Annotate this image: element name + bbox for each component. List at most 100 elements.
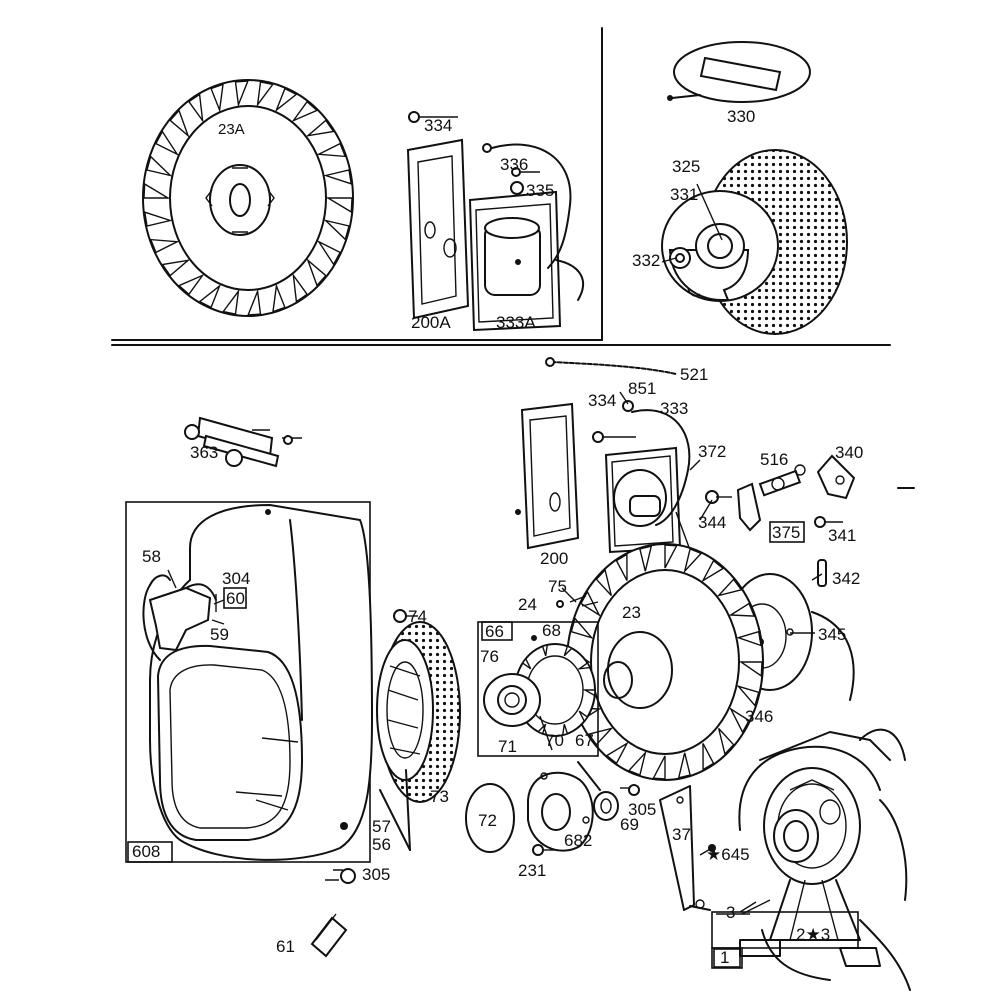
fin-mark <box>652 755 666 780</box>
fin-mark <box>323 219 350 241</box>
fin-mark <box>323 169 353 185</box>
fin-mark <box>169 109 190 138</box>
fin-mark <box>221 288 240 315</box>
fin-mark <box>256 81 275 108</box>
label-363: 363 <box>190 443 218 462</box>
stop-switch-group <box>705 454 856 532</box>
label-231: 231 <box>518 861 546 880</box>
fin-mark <box>627 750 647 776</box>
label-333: 333 <box>660 399 688 418</box>
crankcase-group <box>659 487 915 991</box>
fin-mark <box>143 182 171 199</box>
flywheel-23 <box>556 543 764 781</box>
fin-mark <box>736 684 760 708</box>
fin-mark <box>316 239 342 266</box>
fin-mark <box>187 93 204 124</box>
part-labels: 23A 334 336 335 200A 333A 330 325 331 33… <box>132 107 863 967</box>
label-3-top: 3 <box>726 903 735 922</box>
label-521: 521 <box>680 365 708 384</box>
label-304: 304 <box>222 569 250 588</box>
label-71: 71 <box>498 737 517 756</box>
fin-mark <box>729 707 750 734</box>
label-332: 332 <box>632 251 660 270</box>
fin-mark <box>316 142 347 158</box>
armature-200-group <box>515 400 691 554</box>
fin-mark <box>563 645 574 657</box>
fin-mark <box>587 727 614 746</box>
blower-housing-608 <box>125 501 418 884</box>
label-72: 72 <box>478 811 497 830</box>
label-334-top: 334 <box>424 116 452 135</box>
fin-mark <box>605 741 629 765</box>
fin-mark <box>306 258 327 287</box>
fin-mark <box>541 643 549 657</box>
fin-mark <box>325 197 353 214</box>
fin-mark <box>718 728 735 756</box>
label-57: 57 <box>372 817 391 836</box>
fin-mark <box>615 553 628 581</box>
starter-clutch-66 <box>477 621 599 757</box>
label-23a: 23A <box>218 121 245 138</box>
label-340: 340 <box>835 443 863 462</box>
label-23: 23 <box>622 603 641 622</box>
flywheel-23a <box>142 79 354 317</box>
fin-mark <box>595 568 612 596</box>
label-59: 59 <box>210 625 229 644</box>
fin-mark <box>570 616 594 640</box>
fin-mark <box>210 83 224 113</box>
label-851: 851 <box>628 379 656 398</box>
starter-pulley-73 <box>376 621 461 851</box>
label-345: 345 <box>818 625 846 644</box>
fin-mark <box>683 548 703 574</box>
label-68: 68 <box>542 621 561 640</box>
fin-mark <box>521 657 532 670</box>
fin-mark <box>664 544 678 569</box>
bracket-363 <box>184 416 302 468</box>
label-67: 67 <box>575 731 594 750</box>
fin-mark <box>146 155 173 177</box>
label-24: 24 <box>518 595 537 614</box>
fin-mark <box>143 211 173 227</box>
label-73: 73 <box>430 787 449 806</box>
label-200: 200 <box>540 549 568 568</box>
fin-mark <box>738 661 763 678</box>
label-334-mid: 334 <box>588 391 616 410</box>
label-330: 330 <box>727 107 755 126</box>
label-325: 325 <box>672 157 700 176</box>
label-76: 76 <box>480 647 499 666</box>
wire-part-330 <box>667 41 811 103</box>
label-60: 60 <box>226 589 245 608</box>
leader-lines <box>167 183 823 913</box>
label-341: 341 <box>828 526 856 545</box>
fin-mark <box>305 119 335 137</box>
fin-mark <box>561 723 569 737</box>
label-66: 66 <box>485 622 504 641</box>
label-342: 342 <box>832 569 860 588</box>
fin-mark <box>576 661 592 670</box>
label-58: 58 <box>142 547 161 566</box>
fin-mark <box>677 752 691 779</box>
label-1: 1 <box>720 948 729 967</box>
label-305-left: 305 <box>362 865 390 884</box>
label-333a: 333A <box>496 313 536 332</box>
label-74: 74 <box>408 607 427 626</box>
fin-mark <box>198 283 222 309</box>
label-200a: 200A <box>411 313 451 332</box>
armature-200a-group <box>406 111 584 332</box>
label-335: 335 <box>526 181 554 200</box>
fin-mark <box>234 80 249 108</box>
fin-mark <box>247 288 262 316</box>
part-61 <box>310 913 348 958</box>
fin-mark <box>702 743 715 771</box>
fin-mark <box>292 272 309 303</box>
label-305-right: 305 <box>628 800 656 819</box>
fin-mark <box>716 578 743 597</box>
label-346: 346 <box>745 707 773 726</box>
label-37: 37 <box>672 825 691 844</box>
fin-mark <box>177 273 205 296</box>
label-56: 56 <box>372 835 391 854</box>
rotating-screen-325 <box>661 149 848 335</box>
label-375: 375 <box>772 523 800 542</box>
fin-mark <box>274 87 298 113</box>
